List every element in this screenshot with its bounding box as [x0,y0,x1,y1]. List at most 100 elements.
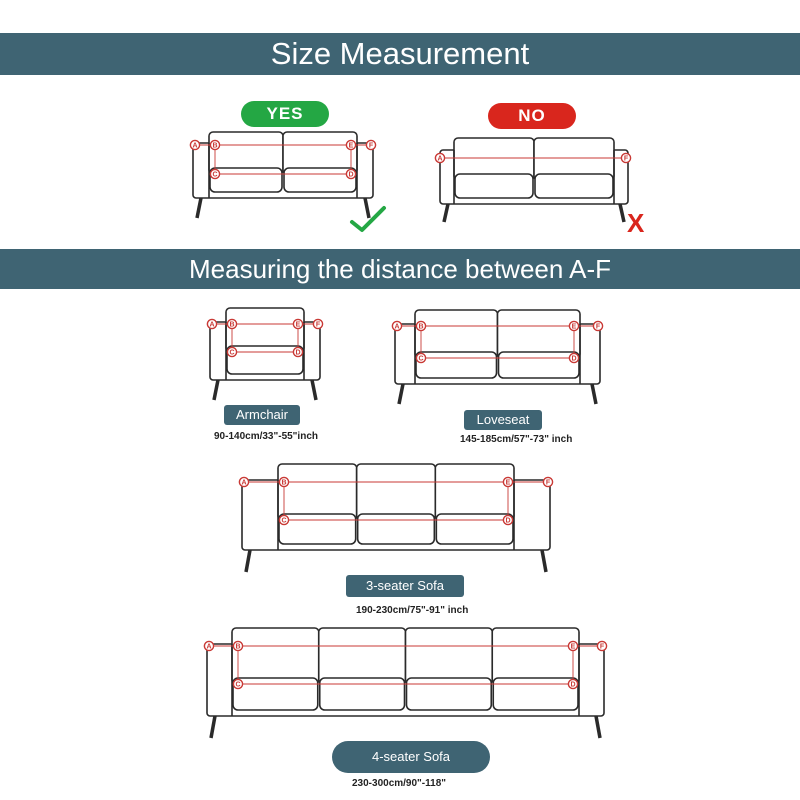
armchair-marker-b-circle [226,318,238,330]
no-leg-right [618,203,626,223]
four-seater-marker-d-letter: D [570,682,575,689]
four-seater-leg-right [594,715,602,739]
yes-marker-b-letter: B [212,143,217,150]
four-seater-marker-c-circle [232,678,244,690]
loveseat-size: 145-185cm/57"-73" inch [460,434,573,445]
four-seater-seat-cushion-1 [232,677,319,711]
loveseat-leg-left [397,383,405,405]
four-seater-size: 230-300cm/90"-118" [352,778,446,789]
four-seater-seat-cushion-3 [405,677,493,711]
four-seater-marker-c: C [232,678,244,690]
four-seater-label: 4-seater Sofa [332,741,490,773]
armchair-sofa [209,307,321,401]
yes-marker-d-letter: D [348,172,353,179]
three-seater-marker-a-letter: A [241,480,246,487]
four-seater-sofa [206,627,605,739]
four-seater-back-cushion-3 [404,627,494,685]
three-seater-marker-f-letter: F [546,480,551,487]
yes-marker-e-circle [345,139,357,151]
four-seater-marker-a: A [203,640,215,652]
yes-marker-f: F [365,139,377,151]
three-seater-marker-d: D [502,514,514,526]
loveseat-marker-e-circle [568,320,580,332]
three-seater-back-cushion-1 [277,463,358,521]
loveseat-marker-f-circle [592,320,604,332]
four-seater-leg-left [209,715,217,739]
four-seater-marker-a-letter: A [206,644,211,651]
no-badge: NO [488,103,576,129]
armchair-marker-b-letter: B [229,322,234,329]
size-measurement-banner: Size Measurement [0,33,800,75]
three-seater-marker-f-circle [542,476,554,488]
no-marker-f-circle [620,152,632,164]
four-seater-back-cushion-1 [231,627,320,685]
armchair-marker-f: F [312,318,324,330]
three-seater-back-cushion-2 [355,463,437,521]
three-seater-leg-right [540,549,548,573]
section-title: Measuring the distance between A-F [188,254,612,284]
no-marker-a-circle [434,152,446,164]
loveseat-back-cushion-2 [496,309,581,359]
three-seater-seat-cushion-3 [435,513,514,545]
armchair-marker-c-circle [226,346,238,358]
no-marker-a-letter: A [437,156,442,163]
measuring-banner: Measuring the distance between A-F [0,249,800,289]
armchair-marker-f-circle [312,318,324,330]
yes-marker-a-circle [189,139,201,151]
armchair-leg-right [310,379,318,401]
loveseat-marker-b-circle [415,320,427,332]
yes-marker-a-letter: A [192,143,197,150]
loveseat-marker-d-circle [568,352,580,364]
armchair-marker-d-letter: D [295,350,300,357]
three-seater-marker-d-circle [502,514,514,526]
yes-marker-d: D [345,168,357,180]
armchair-marker-a-letter: A [209,322,214,329]
four-seater-seat-cushion-4 [492,677,579,711]
four-seater-marker-b-circle [232,640,244,652]
three-seater-marker-e-letter: E [506,480,511,487]
four-seater-marker-a-circle [203,640,215,652]
armchair-marker-e: E [292,318,304,330]
three-seater-marker-e-circle [502,476,514,488]
loveseat-marker-f-letter: F [596,324,601,331]
yes-marker-c: C [209,168,221,180]
four-seater-back-cushion-4 [491,627,580,685]
three-seater-marker-c-letter: C [281,518,286,525]
four-seater-marker-e: E [567,640,579,652]
three-seater-marker-c: C [278,514,290,526]
loveseat-marker-d: D [568,352,580,364]
three-seater-back-cushion-3 [434,463,515,521]
loveseat-marker-c-circle [415,352,427,364]
loveseat-back-cushion-1 [414,309,499,359]
loveseat-marker-c: C [415,352,427,364]
loveseat-label: Loveseat [464,410,542,430]
three-seater-marker-b-letter: B [281,480,286,487]
loveseat-marker-a: A [391,320,403,332]
loveseat-marker-c-letter: C [418,356,423,363]
armchair-marker-a: A [206,318,218,330]
three-seater-seat-cushion-2 [356,513,436,545]
no-marker-a: A [434,152,446,164]
loveseat-marker-d-letter: D [571,356,576,363]
yes-marker-e: E [345,139,357,151]
yes-marker-f-circle [365,139,377,151]
three-seater-marker-b: B [278,476,290,488]
three-seater-sofa [241,463,551,573]
no-leg-left [442,203,450,223]
three-seater-marker-d-letter: D [505,518,510,525]
three-seater-marker-c-circle [278,514,290,526]
three-seater-marker-b-circle [278,476,290,488]
yes-seat-cushion-2 [283,167,357,193]
four-seater-marker-e-circle [567,640,579,652]
three-seater-leg-left [244,549,252,573]
armchair-marker-d: D [292,346,304,358]
four-seater-seat-cushion-2 [318,677,406,711]
four-seater-marker-c-letter: C [235,682,240,689]
yes-marker-c-circle [209,168,221,180]
yes-marker-d-circle [345,168,357,180]
armchair-marker-e-letter: E [296,322,301,329]
loveseat-marker-e: E [568,320,580,332]
yes-leg-left [195,197,203,219]
yes-marker-f-letter: F [369,143,374,150]
